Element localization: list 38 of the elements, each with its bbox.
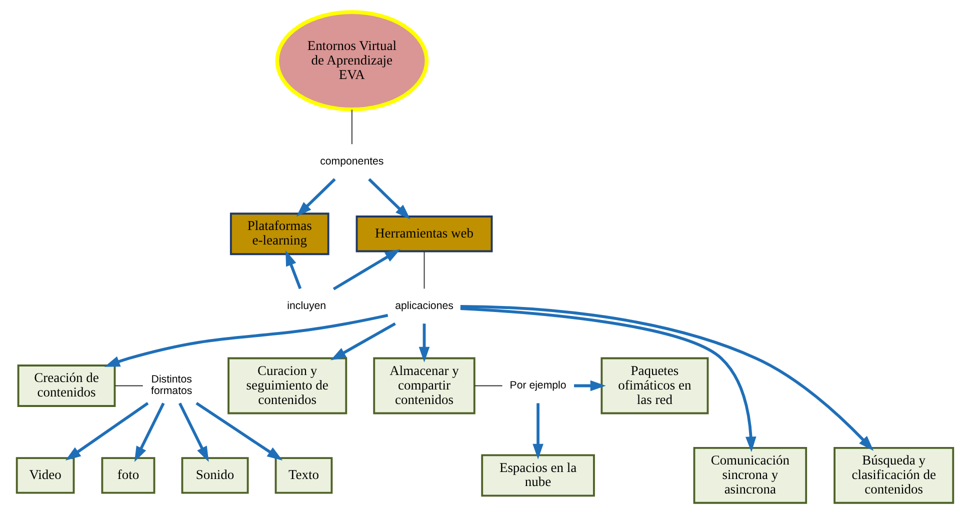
arrow [418,324,430,362]
node-text: componentes [320,155,384,168]
node-text: Por ejemplo [509,379,566,392]
node-box: Curacion y seguimiento de contenidos [227,357,347,414]
node-text: Distintos formatos [150,374,192,398]
node-box: Plataformas e-learning [229,212,329,256]
node-ellipse: Entornos Virtual de Aprendizaje EVA [274,10,428,112]
node-box: Comunicación sincrona y asincrona [692,446,807,504]
node-box: Creación de contenidos [16,364,116,407]
arrow [460,305,874,451]
node-box: Paquetes ofimáticos en las red [600,357,708,414]
node-box: Video [15,457,74,494]
connector [474,385,502,386]
connector [350,109,352,145]
connector [114,385,143,386]
arrow [332,249,400,290]
node-box: Sonido [180,457,248,494]
arrow [178,402,208,462]
node-box: foto [100,457,155,494]
node-box: Herramientas web [355,216,492,252]
arrow [104,314,388,367]
node-box: Espacios en la nube [480,454,594,497]
node-box: Búsqueda y clasificación de contenidos [833,446,954,504]
arrow [296,178,336,217]
arrow [285,250,302,290]
arrow [330,322,396,360]
arrow [460,307,756,452]
node-box: Almacenar y compartir contenidos [372,357,475,414]
arrow [574,380,606,392]
node-text: aplicaciones [394,300,453,312]
connector [423,251,424,290]
node-box: Texto [274,457,332,494]
arrow [134,402,164,462]
arrow [368,178,410,220]
node-text: incluyen [286,300,326,312]
arrow [64,402,148,461]
arrow [532,403,543,460]
arrow [195,402,282,460]
